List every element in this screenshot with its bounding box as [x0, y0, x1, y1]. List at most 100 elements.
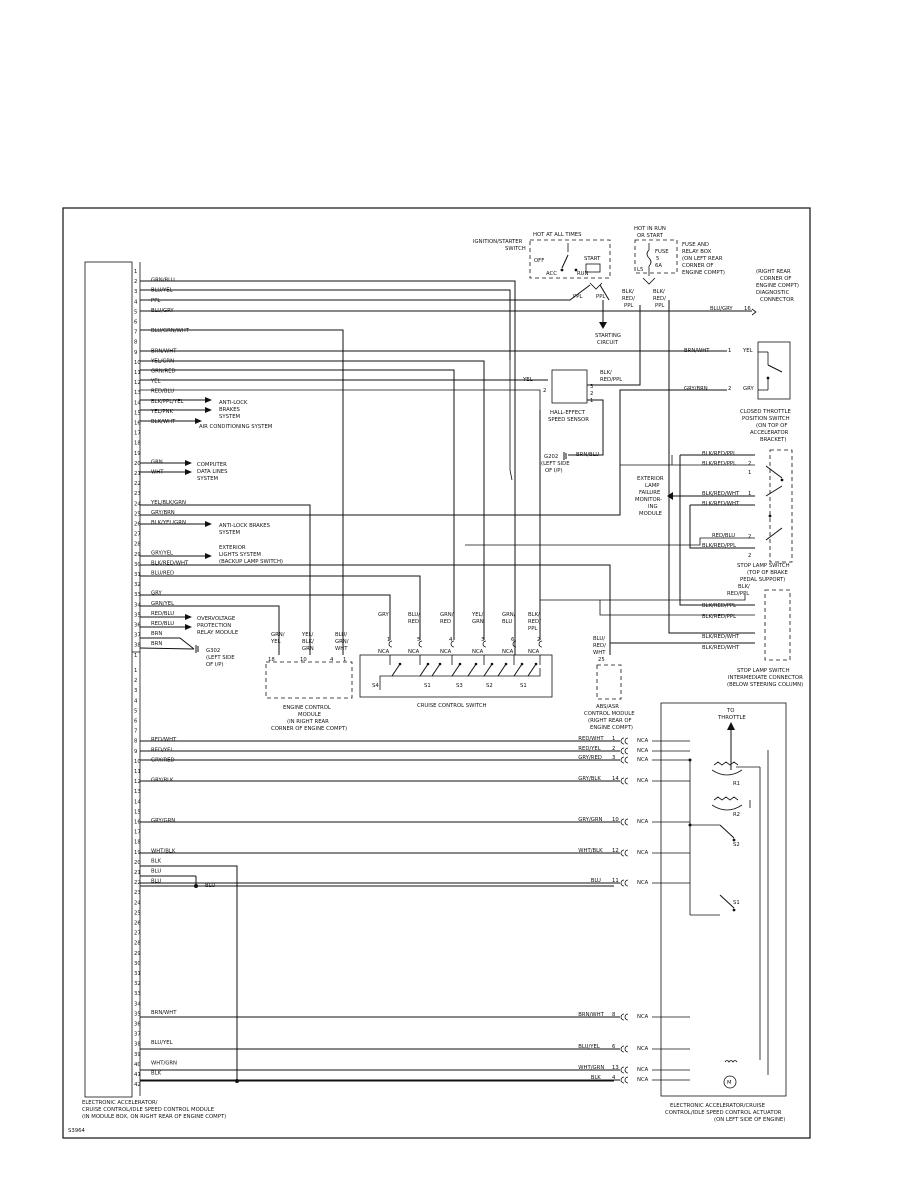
module-pin-number: 23 [134, 491, 141, 497]
g202-label-2: OF I/P) [545, 468, 563, 474]
ccs-wire-label: BLU [502, 619, 512, 625]
abs-1-l2: BRAKES [219, 407, 241, 413]
module-pin-number: 25 [134, 910, 141, 916]
module-pin-number: 27 [134, 931, 141, 937]
slc-w2: BLK/RED/PPL [702, 614, 736, 620]
module-pin-number: 31 [134, 971, 141, 977]
ccs-wire-label: BLU/ [408, 612, 420, 618]
abs-asr-control-module: BLU/ RED/ WHT 25 ABS/ASR CONTROL MODULE … [584, 636, 635, 731]
ignition-run: RUN [577, 271, 589, 277]
module-pin-number: 6 [134, 320, 138, 326]
diag-label-2: CORNER OF [760, 276, 791, 282]
ccs-switch-contact [497, 663, 507, 677]
module-pin-wire: RED/BLU [151, 389, 174, 395]
absm-w2: RED/ [593, 643, 606, 649]
ccs-switch-label: S3 [456, 683, 463, 689]
module-pin-number: 1 [134, 653, 137, 659]
throttle-label-4: ACCELERATOR [750, 430, 789, 436]
fuse-hot-1: HOT IN RUN [634, 226, 666, 232]
act-to-2: THROTTLE [717, 715, 746, 721]
actuator-pin: 12 [612, 848, 619, 854]
module-pin-number: 4 [134, 299, 138, 305]
engine-control-module: ENGINE CONTROL MODULE (IN RIGHT REAR COR… [265, 632, 353, 732]
ccs-switch-contact [451, 663, 461, 677]
module-label-1: ELECTRONIC ACCELERATOR/ [82, 1100, 158, 1106]
actuator-wire-label: BRN/WHT [578, 1012, 604, 1018]
hall-pin-r2: 2 [590, 391, 593, 397]
splice-blu: BLU [205, 883, 215, 889]
module-pin-number: 37 [134, 1032, 141, 1038]
module-pin-wire: WHT/GRN [151, 1060, 177, 1066]
ccs-contact-point [534, 662, 538, 666]
module-pin-number: 14 [134, 400, 141, 406]
ccs-contact-point [426, 662, 430, 666]
ccs-switch-contact [467, 663, 477, 677]
ccs-wire-label: BLK/ [528, 612, 540, 618]
actuator-wire-label: BLU [591, 878, 601, 884]
cdl-l2: DATA LINES [197, 469, 228, 475]
module-pin-number: 30 [134, 961, 141, 967]
ccs-switch-contact [419, 663, 429, 677]
module-pin-number: 30 [134, 562, 141, 568]
ccs-pin: 1 [387, 637, 390, 643]
act-l3: (ON LEFT SIDE OF ENGINE) [714, 1117, 785, 1123]
module-pin-wire: BRN/WHT [151, 1010, 177, 1016]
ccs-nca: NCA [528, 649, 540, 655]
g302-label-2: OF I/P) [206, 662, 224, 668]
hall-effect-speed-sensor: HALL-EFFECT SPEED SENSOR YEL 2 BLK/ RED/… [522, 369, 622, 423]
ecm-wire-label: GRN [302, 646, 314, 652]
module-pin-wire: GRY/BRN [151, 510, 175, 516]
module-pin-number: 1 [134, 269, 137, 275]
actuator-nca: NCA [637, 1067, 649, 1073]
diag-wire: BLU/GRY [710, 306, 733, 312]
module-pin-wire: BLK [151, 858, 162, 864]
elm-l3: FAILURE [639, 490, 661, 496]
module-pin-number: 2 [134, 279, 137, 285]
elm-l6: MODULE [639, 511, 663, 517]
abs-2-l1: ANTI-LOCK BRAKES [219, 523, 271, 529]
ecm-wire-label: YEL [270, 639, 281, 645]
ccs-wire-label: YEL/ [471, 612, 484, 618]
actuator-connector-mark [620, 777, 629, 785]
ccs-switch-contact [431, 663, 441, 677]
module-pin-number: 26 [134, 921, 141, 927]
module-pin-number: 9 [134, 749, 137, 755]
module-pin-number: 29 [134, 552, 141, 558]
actuator-nca: NCA [637, 1014, 649, 1020]
hall-pin-r3: 1 [590, 398, 593, 404]
actuator-wire-label: GRY/RED [578, 755, 602, 761]
act-r2: R2 [733, 812, 740, 818]
module-pin-number: 33 [134, 991, 141, 997]
actuator-wire-label: RED/WHT [578, 736, 604, 742]
hall-label-2: SPEED SENSOR [548, 417, 589, 423]
ecm-pin: 10 [300, 657, 307, 663]
ccs-wire-label: RED [440, 619, 451, 625]
module-pin-number: 4 [134, 698, 138, 704]
sls-p2: 1 [748, 470, 751, 476]
slc-l3: (BELOW STEERING COLUMN) [727, 682, 803, 688]
module-pin-number: 23 [134, 890, 141, 896]
sls-p1: 2 [748, 461, 751, 467]
actuator-nca: NCA [637, 778, 649, 784]
ccs-wire-label: PPL [528, 626, 537, 632]
fuse-wire-2a: BLK/ [653, 289, 665, 295]
module-pin-wire: BLK/RED/WHT [151, 560, 189, 566]
module-pin-number: 6 [134, 719, 138, 725]
fuse-box-5: ENGINE COMPT) [682, 270, 725, 276]
throttle-pin-1: 1 [728, 348, 731, 354]
g302-label-1: (LEFT SIDE [206, 655, 235, 661]
module-pin-wire: BLU [151, 869, 161, 875]
module-pin-number: 38 [134, 1042, 141, 1048]
module-pin-wire: BLK/WHT [151, 419, 176, 425]
ccs-wire-label: RED [408, 619, 419, 625]
actuator-nca: NCA [637, 757, 649, 763]
sls-w4: BLK/RED/WHT [702, 501, 740, 507]
actuator-pin: 1 [612, 736, 615, 742]
slc-w0b: RED/PPL [727, 591, 749, 597]
ccs-connector-mark [538, 640, 543, 648]
module-pin-number: 31 [134, 572, 141, 578]
ovp-l2: PROTECTION [197, 623, 231, 629]
